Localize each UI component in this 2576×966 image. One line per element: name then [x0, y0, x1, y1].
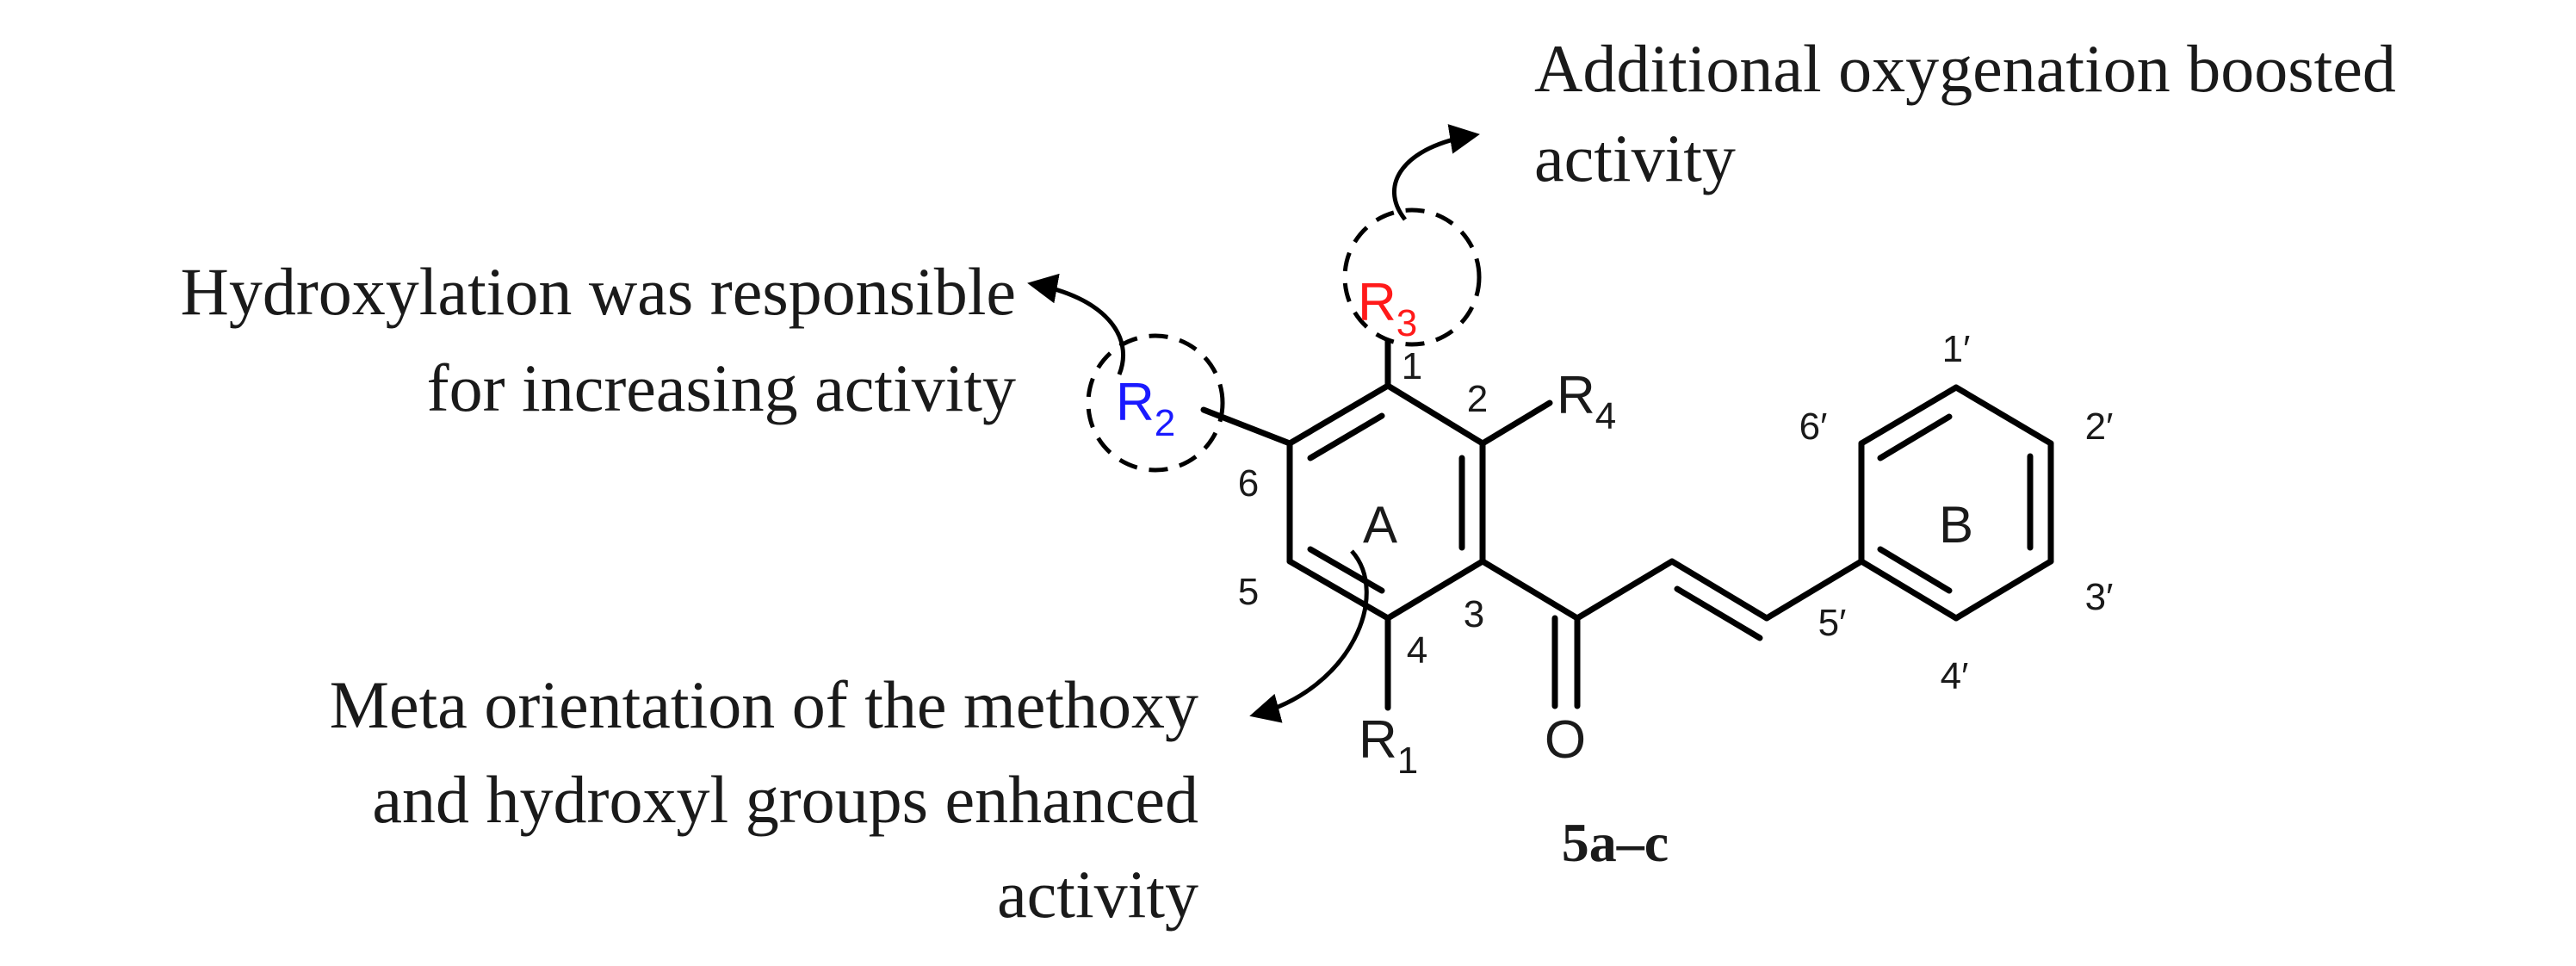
annotation-top-right: Additional oxygenation boosted activity — [1534, 31, 2396, 195]
svg-text:5: 5 — [1238, 571, 1259, 613]
r4-letter: R — [1557, 366, 1595, 425]
ring-a-numbering: 1 2 3 4 5 6 — [1238, 345, 1488, 672]
annotation-top-right-line-1: Additional oxygenation boosted — [1534, 31, 2396, 106]
arrow-to-meta-orientation-note — [1249, 549, 1369, 723]
svg-text:3: 3 — [1464, 593, 1484, 635]
svg-text:1′: 1′ — [1942, 328, 1971, 370]
annotation-top-right-line-2: activity — [1534, 121, 1736, 195]
ring-a-bonds — [1286, 382, 1486, 622]
enone-linker-bonds — [1479, 558, 1865, 709]
r1-label: R1 — [1359, 710, 1418, 782]
r3-letter: R — [1358, 273, 1396, 332]
r2-label: R2 — [1116, 373, 1175, 444]
ring-b-numbering: 1′ 2′ 3′ 4′ 5′ 6′ — [1799, 328, 2114, 697]
r1-subscript: 1 — [1397, 740, 1418, 782]
ring-a-label: A — [1363, 496, 1397, 554]
arrow-to-oxygenation-note — [1392, 124, 1480, 221]
r2-subscript: 2 — [1155, 402, 1175, 444]
r2-bond — [1200, 406, 1293, 447]
r4-bond — [1479, 399, 1553, 447]
r4-label: R4 — [1557, 366, 1616, 437]
compound-label: 5a–c — [1562, 812, 1669, 873]
svg-text:1: 1 — [1402, 345, 1422, 387]
svg-text:2′: 2′ — [2085, 406, 2114, 448]
carbonyl-oxygen-label: O — [1545, 710, 1586, 770]
svg-text:5′: 5′ — [1818, 602, 1847, 644]
svg-text:4: 4 — [1407, 629, 1427, 672]
annotation-bottom-left: Meta orientation of the methoxy and hydr… — [330, 667, 1198, 932]
ring-b-label: B — [1939, 496, 1973, 554]
r4-subscript: 4 — [1595, 395, 1616, 437]
svg-text:2: 2 — [1467, 378, 1488, 420]
r1-letter: R — [1359, 710, 1397, 770]
annotation-left-line-2: for increasing activity — [427, 350, 1016, 425]
ring-b-bonds — [1858, 384, 2054, 622]
svg-text:6′: 6′ — [1799, 406, 1828, 448]
r3-subscript: 3 — [1396, 302, 1417, 344]
arrow-to-hydroxylation-note — [1027, 273, 1125, 375]
annotation-left: Hydroxylation was responsible for increa… — [180, 254, 1016, 425]
r2-letter: R — [1116, 373, 1155, 432]
svg-text:3′: 3′ — [2085, 576, 2114, 618]
r2-highlight-circle — [1086, 333, 1225, 473]
annotation-bottom-left-line-1: Meta orientation of the methoxy — [330, 667, 1198, 742]
svg-text:6: 6 — [1238, 462, 1259, 505]
r3-label: R3 — [1358, 273, 1417, 344]
annotation-left-line-1: Hydroxylation was responsible — [180, 254, 1016, 329]
annotation-bottom-left-line-2: and hydroxyl groups enhanced — [372, 762, 1198, 837]
svg-text:4′: 4′ — [1941, 655, 1969, 697]
annotation-bottom-left-line-3: activity — [997, 857, 1198, 932]
r3-highlight-circle — [1342, 207, 1482, 347]
